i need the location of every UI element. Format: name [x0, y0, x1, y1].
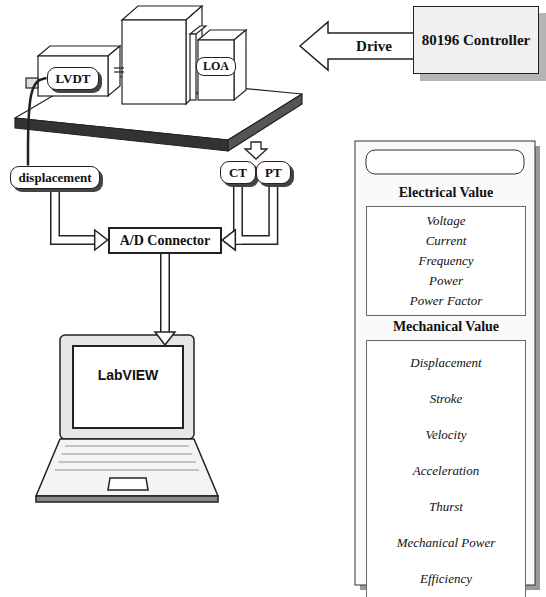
value-item: Power Factor	[373, 291, 519, 311]
value-item: Displacement	[373, 345, 519, 381]
group-heading: Electrical Value	[366, 184, 526, 202]
node-text: PT	[265, 164, 282, 181]
value-item: Thurst	[373, 489, 519, 525]
value-item: Velocity	[373, 417, 519, 453]
signal-arrow-fill	[161, 254, 168, 333]
value-list: DisplacementStrokeVelocityAccelerationTh…	[366, 340, 526, 597]
signal-box: PT	[256, 161, 291, 184]
lvdt-sensor	[26, 46, 124, 96]
signal-arrow-fill	[55, 189, 95, 241]
signal-box: displacement	[10, 166, 101, 189]
value-group: Electrical ValueVoltageCurrentFrequencyP…	[366, 184, 526, 316]
drive-arrow	[300, 22, 428, 70]
connector-box: A/D Connector	[108, 227, 223, 254]
node-text: 80196 Controller	[422, 31, 530, 50]
main-housing	[122, 6, 202, 104]
signal-arrow-fill	[235, 184, 273, 241]
key-row	[58, 462, 195, 463]
value-list: VoltageCurrentFrequencyPowerPower Factor	[366, 206, 526, 316]
key-row	[65, 446, 189, 447]
screen-box: LabVIEW	[72, 345, 184, 429]
sensor-tag: LVDT	[47, 67, 100, 90]
group-heading: Mechanical Value	[366, 318, 526, 336]
value-item: Acceleration	[373, 453, 519, 489]
signal-arrow	[55, 189, 95, 241]
value-item: Efficiency	[373, 561, 519, 597]
signal-arrow	[235, 184, 273, 241]
value-item: Stroke	[373, 381, 519, 417]
signal-arrow	[160, 254, 170, 333]
arrow-head	[222, 230, 235, 250]
arrow-head	[222, 230, 235, 250]
loa-actuator	[190, 26, 246, 100]
node-text: LVDT	[56, 70, 91, 87]
value-item: Power	[373, 271, 519, 291]
value-item: Voltage	[373, 211, 519, 231]
node-text: A/D Connector	[120, 232, 211, 249]
arrow-head	[95, 230, 108, 250]
node-text: CT	[229, 164, 247, 181]
value-item: Mechanical Power	[373, 525, 519, 561]
key-row	[62, 454, 193, 455]
value-item: Frequency	[373, 251, 519, 271]
signal-arrow	[245, 142, 267, 159]
arrow-head	[155, 332, 175, 345]
sensor-wire	[28, 78, 47, 166]
drive-label: Drive	[356, 37, 392, 55]
node-text: LabVIEW	[98, 367, 159, 383]
key-row	[55, 470, 199, 471]
signal-box: CT	[220, 161, 256, 184]
actuator-tag: LOA	[196, 57, 236, 76]
node-text: displacement	[19, 169, 92, 186]
laptop	[36, 335, 218, 502]
value-item: Current	[373, 231, 519, 251]
controller-box: 80196 Controller	[413, 6, 539, 74]
node-text: LOA	[203, 59, 229, 74]
value-group: Mechanical ValueDisplacementStrokeVeloci…	[366, 318, 526, 597]
